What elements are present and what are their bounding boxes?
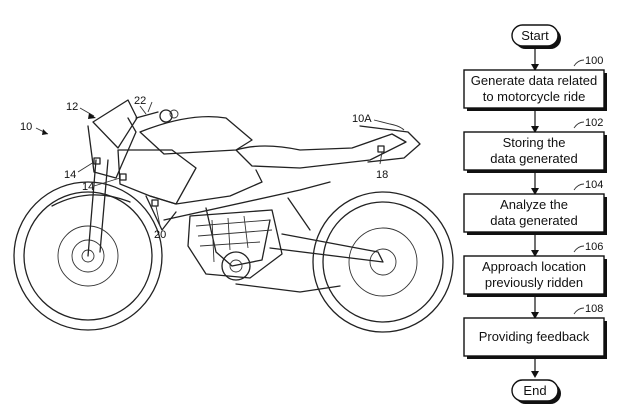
- fairing-chin: [145, 195, 177, 231]
- flow-step-104: Analyze the data generated 104: [463, 179, 607, 235]
- front-fender: [51, 194, 131, 207]
- end-terminal: End: [511, 379, 561, 404]
- step-100-line1: Generate data related: [471, 73, 597, 88]
- frame-down: [205, 207, 271, 267]
- ref-10: 10: [20, 121, 32, 133]
- step-106-line1: Approach location: [482, 259, 586, 274]
- step-100-line2: to motorcycle ride: [483, 89, 586, 104]
- start-label: Start: [521, 28, 549, 43]
- ref-22: 22: [134, 95, 146, 107]
- swingarm: [269, 233, 384, 263]
- flow-step-108: Providing feedback 108: [463, 303, 607, 359]
- handlebar: [135, 111, 159, 119]
- sensor-14a: [93, 157, 101, 165]
- end-label: End: [523, 383, 546, 398]
- frame-spar: [163, 181, 331, 221]
- step-108-line1: Providing feedback: [479, 329, 590, 344]
- windscreen: [92, 99, 138, 149]
- ref-12: 12: [66, 101, 78, 113]
- step-106-line2: previously ridden: [485, 275, 583, 290]
- engine: [187, 209, 283, 281]
- sensor-20: [151, 199, 159, 207]
- ref-14a: 14: [64, 169, 76, 181]
- step-104-line1: Analyze the: [500, 197, 568, 212]
- mirror: [159, 109, 173, 123]
- side-fairing-lower: [149, 169, 263, 205]
- ref-100: 100: [585, 55, 603, 67]
- ref-10a: 10A: [352, 113, 372, 125]
- sensor-18: [377, 145, 385, 153]
- fuel-tank: [139, 115, 253, 155]
- step-102-line1: Storing the: [503, 135, 566, 150]
- tail-section: [359, 125, 421, 163]
- flow-step-106: Approach location previously ridden 106: [463, 241, 607, 297]
- rear-wheel: [312, 191, 454, 333]
- flow-connectors: [531, 47, 539, 378]
- rear-shock: [287, 197, 311, 231]
- ref-20: 20: [154, 229, 166, 241]
- ref-14b: 14: [82, 181, 94, 193]
- flowchart: Start Generate data related to motorcycl…: [463, 24, 607, 404]
- reference-leaders: [35, 105, 405, 227]
- front-wheel: [13, 181, 163, 331]
- exhaust: [235, 283, 341, 293]
- side-fairing-upper: [117, 149, 197, 205]
- ref-104: 104: [585, 179, 603, 191]
- flow-step-102: Storing the data generated 102: [463, 117, 607, 173]
- front-fork-left: [87, 159, 97, 257]
- ref-108: 108: [585, 303, 603, 315]
- sensor-14b: [119, 173, 127, 181]
- flow-step-100: Generate data related to motorcycle ride…: [463, 55, 607, 111]
- ref-102: 102: [585, 117, 603, 129]
- ref-106: 106: [585, 241, 603, 253]
- step-104-line2: data generated: [490, 213, 577, 228]
- start-terminal: Start: [511, 24, 561, 49]
- ref-18: 18: [376, 169, 388, 181]
- motorcycle-drawing: [13, 99, 454, 333]
- seat: [235, 133, 407, 169]
- front-fairing: [87, 117, 137, 179]
- step-102-line2: data generated: [490, 151, 577, 166]
